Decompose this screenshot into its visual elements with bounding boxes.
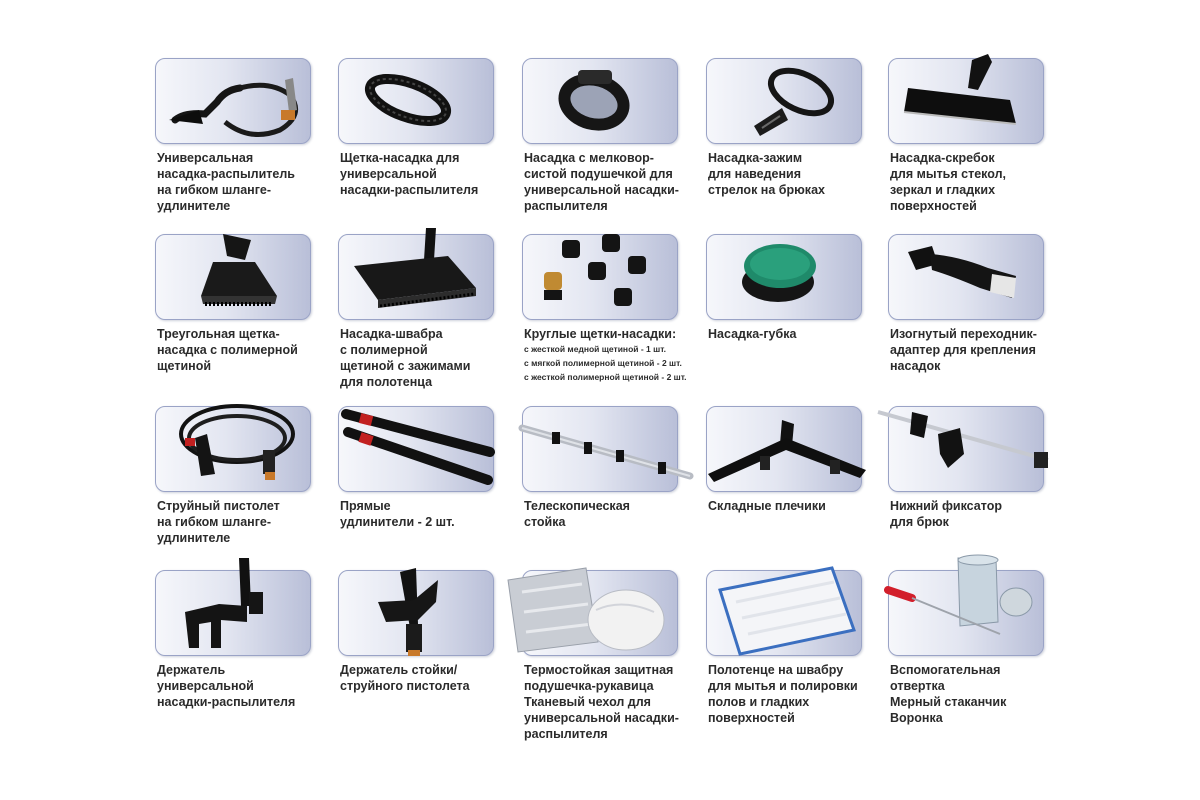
item-caption: Складные плечики	[708, 499, 826, 513]
item-caption: Круглые щетки-насадки:	[524, 327, 677, 341]
item-caption: Насадка-швабра с полимерной щетиной с за…	[340, 327, 471, 389]
spray-nozzle-hose-icon	[169, 78, 299, 137]
fine-pad-nozzle-icon	[558, 70, 630, 131]
item-caption: Телескопическая стойка	[524, 499, 630, 529]
item-caption: Насадка-скребок для мытья стекол, зеркал…	[890, 151, 1006, 213]
trouser-clamp-icon	[877, 410, 1049, 468]
item-caption: Насадка-зажим для наведения стрелок на б…	[708, 151, 825, 197]
item-caption: Термостойкая защитная подушечка-рукавица…	[524, 663, 679, 741]
telescopic-pole-icon	[518, 424, 694, 480]
scraper-nozzle-icon	[903, 54, 1017, 125]
item-caption: Универсальная насадка-распылитель на гиб…	[157, 151, 295, 213]
nozzle-holder-icon	[185, 558, 263, 648]
item-caption: Струйный пистолет на гибком шланге- удли…	[157, 499, 280, 545]
item-caption: Изогнутый переходник- адаптер для крепле…	[890, 327, 1037, 373]
item-caption: Полотенце на швабру для мытья и полировк…	[708, 663, 858, 725]
item-caption: Треугольная щетка- насадка с полимерной …	[157, 327, 298, 373]
detail-line: с жесткой медной щетиной - 1 шт.	[524, 344, 666, 354]
mop-towel-icon	[718, 566, 856, 656]
folding-hanger-icon	[708, 420, 866, 482]
triangular-brush-icon	[201, 234, 277, 306]
detail-line: с жесткой полимерной щетиной - 2 шт.	[524, 372, 687, 382]
item-caption: Щетка-насадка для универсальной насадки-…	[340, 151, 479, 197]
round-brushes-icon	[544, 234, 646, 306]
pole-gun-holder-icon	[378, 568, 438, 656]
item-tile	[888, 406, 1044, 492]
mitt-and-cover-icon	[507, 567, 665, 653]
item-caption: Насадка с мелковор- систой подушечкой дл…	[524, 151, 679, 213]
extension-tubes-icon	[341, 409, 495, 485]
item-caption: Вспомогательная отвертка Мерный стаканчи…	[890, 663, 1007, 725]
curved-adapter-icon	[908, 246, 1016, 298]
sponge-nozzle-icon	[742, 244, 816, 302]
item-caption: Нижний фиксатор для брюк	[890, 499, 1002, 529]
item-caption: Прямые удлинители - 2 шт.	[340, 499, 455, 529]
item-caption: Держатель стойки/ струйного пистолета	[340, 663, 470, 693]
oval-brush-icon	[364, 73, 452, 127]
item-caption: Насадка-губка	[708, 327, 797, 341]
clamp-nozzle-icon	[754, 67, 834, 136]
screwdriver-cup-funnel-icon	[884, 554, 1033, 635]
mop-nozzle-icon	[354, 228, 476, 308]
item-caption: Держатель универсальной насадки-распылит…	[157, 663, 296, 709]
jet-gun-hose-icon	[179, 404, 295, 480]
detail-line: с мягкой полимерной щетиной - 2 шт.	[524, 358, 682, 368]
item-tile	[338, 58, 494, 144]
